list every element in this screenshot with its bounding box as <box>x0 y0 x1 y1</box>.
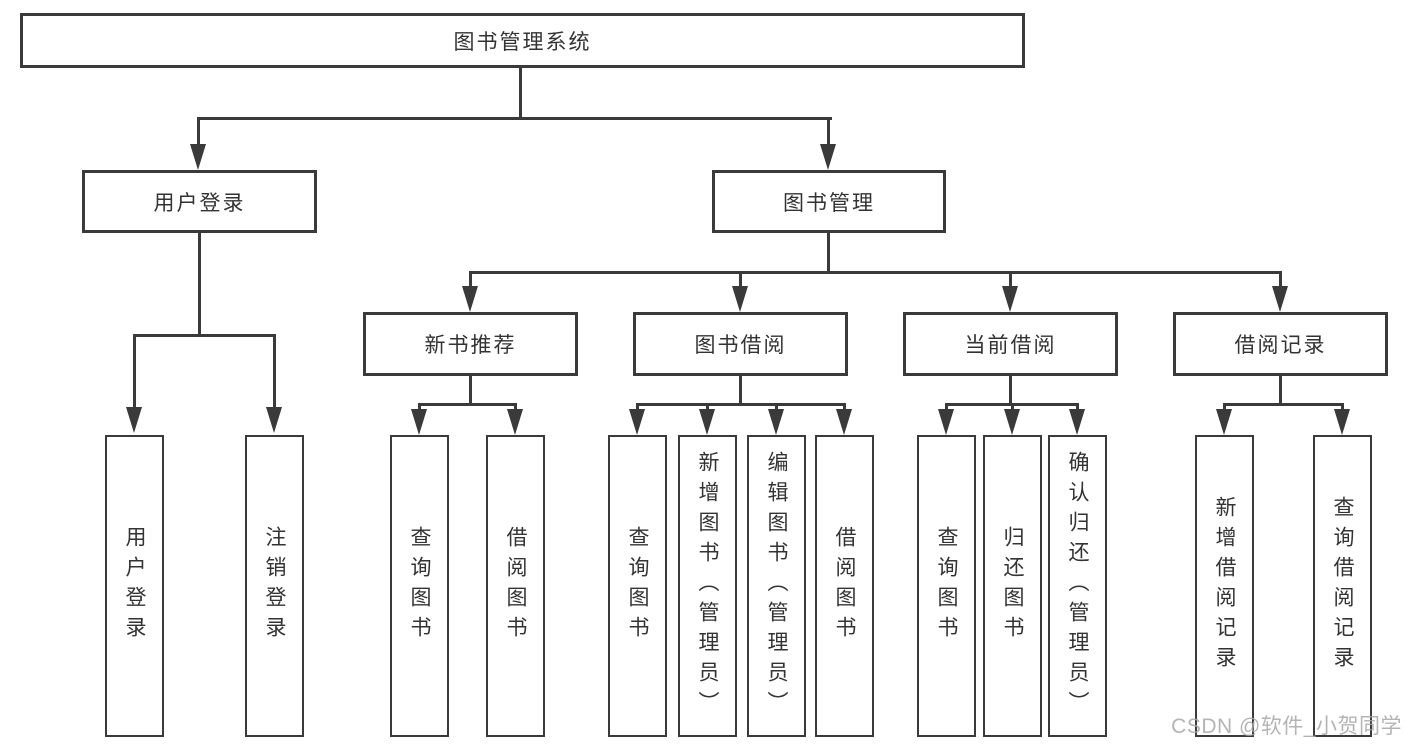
node-new-book-recommend-label: 新书推荐 <box>424 334 517 357</box>
arrow-down-icon <box>699 409 715 435</box>
leaf-borrow-books-label: 借阅图书 <box>833 526 856 646</box>
leaf-return-books-label: 归还图书 <box>1001 526 1024 646</box>
connector-user-login-stem <box>198 231 201 337</box>
node-root: 图书管理系统 <box>20 13 1025 68</box>
leaf-add-borrow-record-label: 新增借阅记录 <box>1213 496 1236 676</box>
connector-drop-leaf-logout <box>273 334 276 409</box>
leaf-user-login-label: 用户登录 <box>123 526 146 646</box>
arrow-down-icon <box>732 286 748 312</box>
connector-drop <box>1011 403 1014 411</box>
connector-drop <box>775 403 778 411</box>
arrow-down-icon <box>1216 409 1232 435</box>
node-user-login: 用户登录 <box>82 170 317 233</box>
node-borrow-records: 借阅记录 <box>1173 312 1388 376</box>
node-book-borrow: 图书借阅 <box>633 312 848 376</box>
connector-book-borrow-stem <box>739 374 742 406</box>
arrow-down-icon <box>1069 409 1085 435</box>
leaf-add-book-admin: 新增图书（管理员） <box>678 435 737 737</box>
connector-user-login-rail <box>133 334 276 337</box>
leaf-user-login: 用户登录 <box>105 435 164 737</box>
connector-borrow-records-stem <box>1279 374 1282 406</box>
leaf-query-borrow-record: 查询借阅记录 <box>1313 435 1372 737</box>
node-book-borrow-label: 图书借阅 <box>694 334 787 357</box>
connector-drop-leaf-user-login <box>133 334 136 409</box>
connector-drop <box>843 403 846 411</box>
leaf-add-book-admin-label: 新增图书（管理员） <box>696 451 719 721</box>
connector-drop <box>418 403 421 411</box>
leaf-borrow-query-books: 查询图书 <box>608 435 667 737</box>
connector-recommend-stem <box>469 374 472 406</box>
leaf-logout: 注销登录 <box>245 435 304 737</box>
leaf-return-books: 归还图书 <box>983 435 1042 737</box>
leaf-confirm-return-admin: 确认归还（管理员） <box>1048 435 1107 737</box>
connector-level3-rail <box>469 271 1282 274</box>
leaf-confirm-return-admin-label: 确认归还（管理员） <box>1066 451 1089 721</box>
leaf-edit-book-admin: 编辑图书（管理员） <box>747 435 806 737</box>
node-current-borrow: 当前借阅 <box>903 312 1118 376</box>
arrow-down-icon <box>820 144 836 170</box>
leaf-recommend-borrow-books-label: 借阅图书 <box>504 526 527 646</box>
arrow-down-icon <box>190 144 206 170</box>
connector-drop <box>706 403 709 411</box>
connector-level2-rail <box>197 117 832 120</box>
node-borrow-records-label: 借阅记录 <box>1234 334 1327 357</box>
connector-drop-borrow-records <box>1279 271 1282 288</box>
leaf-edit-book-admin-label: 编辑图书（管理员） <box>765 451 788 721</box>
leaf-logout-label: 注销登录 <box>263 526 286 646</box>
leaf-recommend-query-books: 查询图书 <box>390 435 449 737</box>
arrow-down-icon <box>462 286 478 312</box>
leaf-recommend-query-books-label: 查询图书 <box>408 526 431 646</box>
connector-drop-book-borrow <box>739 271 742 288</box>
csdn-watermark: CSDN @软件_小贺同学 <box>1171 715 1402 738</box>
leaf-current-query-books: 查询图书 <box>917 435 976 737</box>
connector-drop-book-management <box>827 117 830 147</box>
connector-drop <box>636 403 639 411</box>
connector-book-borrow-rail <box>636 403 846 406</box>
arrow-down-icon <box>629 409 645 435</box>
node-root-label: 图书管理系统 <box>453 30 592 54</box>
leaf-borrow-books: 借阅图书 <box>815 435 874 737</box>
connector-current-borrow-stem <box>1009 374 1012 406</box>
connector-root-stem <box>519 66 522 119</box>
arrow-down-icon <box>411 409 427 435</box>
node-user-login-label: 用户登录 <box>153 191 246 215</box>
arrow-down-icon <box>938 409 954 435</box>
arrow-down-icon <box>507 409 523 435</box>
connector-drop-current-borrow <box>1009 271 1012 288</box>
connector-recommend-rail <box>418 403 517 406</box>
connector-drop <box>1341 403 1344 411</box>
arrow-down-icon <box>1002 286 1018 312</box>
arrow-down-icon <box>768 409 784 435</box>
connector-book-management-stem <box>827 231 830 274</box>
connector-drop-user-login <box>197 117 200 147</box>
connector-drop <box>1076 403 1079 411</box>
arrow-down-icon <box>266 407 282 433</box>
leaf-query-borrow-record-label: 查询借阅记录 <box>1331 496 1354 676</box>
arrow-down-icon <box>1004 409 1020 435</box>
leaf-current-query-books-label: 查询图书 <box>935 526 958 646</box>
node-current-borrow-label: 当前借阅 <box>964 334 1057 357</box>
leaf-borrow-query-books-label: 查询图书 <box>626 526 649 646</box>
arrow-down-icon <box>836 409 852 435</box>
arrow-down-icon <box>1272 286 1288 312</box>
connector-borrow-records-rail <box>1223 403 1344 406</box>
connector-drop-new-book-recommend <box>469 271 472 288</box>
leaf-add-borrow-record: 新增借阅记录 <box>1195 435 1254 737</box>
connector-drop <box>514 403 517 411</box>
connector-drop <box>945 403 948 411</box>
arrow-down-icon <box>126 407 142 433</box>
leaf-recommend-borrow-books: 借阅图书 <box>486 435 545 737</box>
node-book-management-label: 图书管理 <box>783 191 875 215</box>
arrow-down-icon <box>1334 409 1350 435</box>
node-book-management: 图书管理 <box>712 170 946 233</box>
connector-drop <box>1223 403 1226 411</box>
node-new-book-recommend: 新书推荐 <box>363 312 578 376</box>
